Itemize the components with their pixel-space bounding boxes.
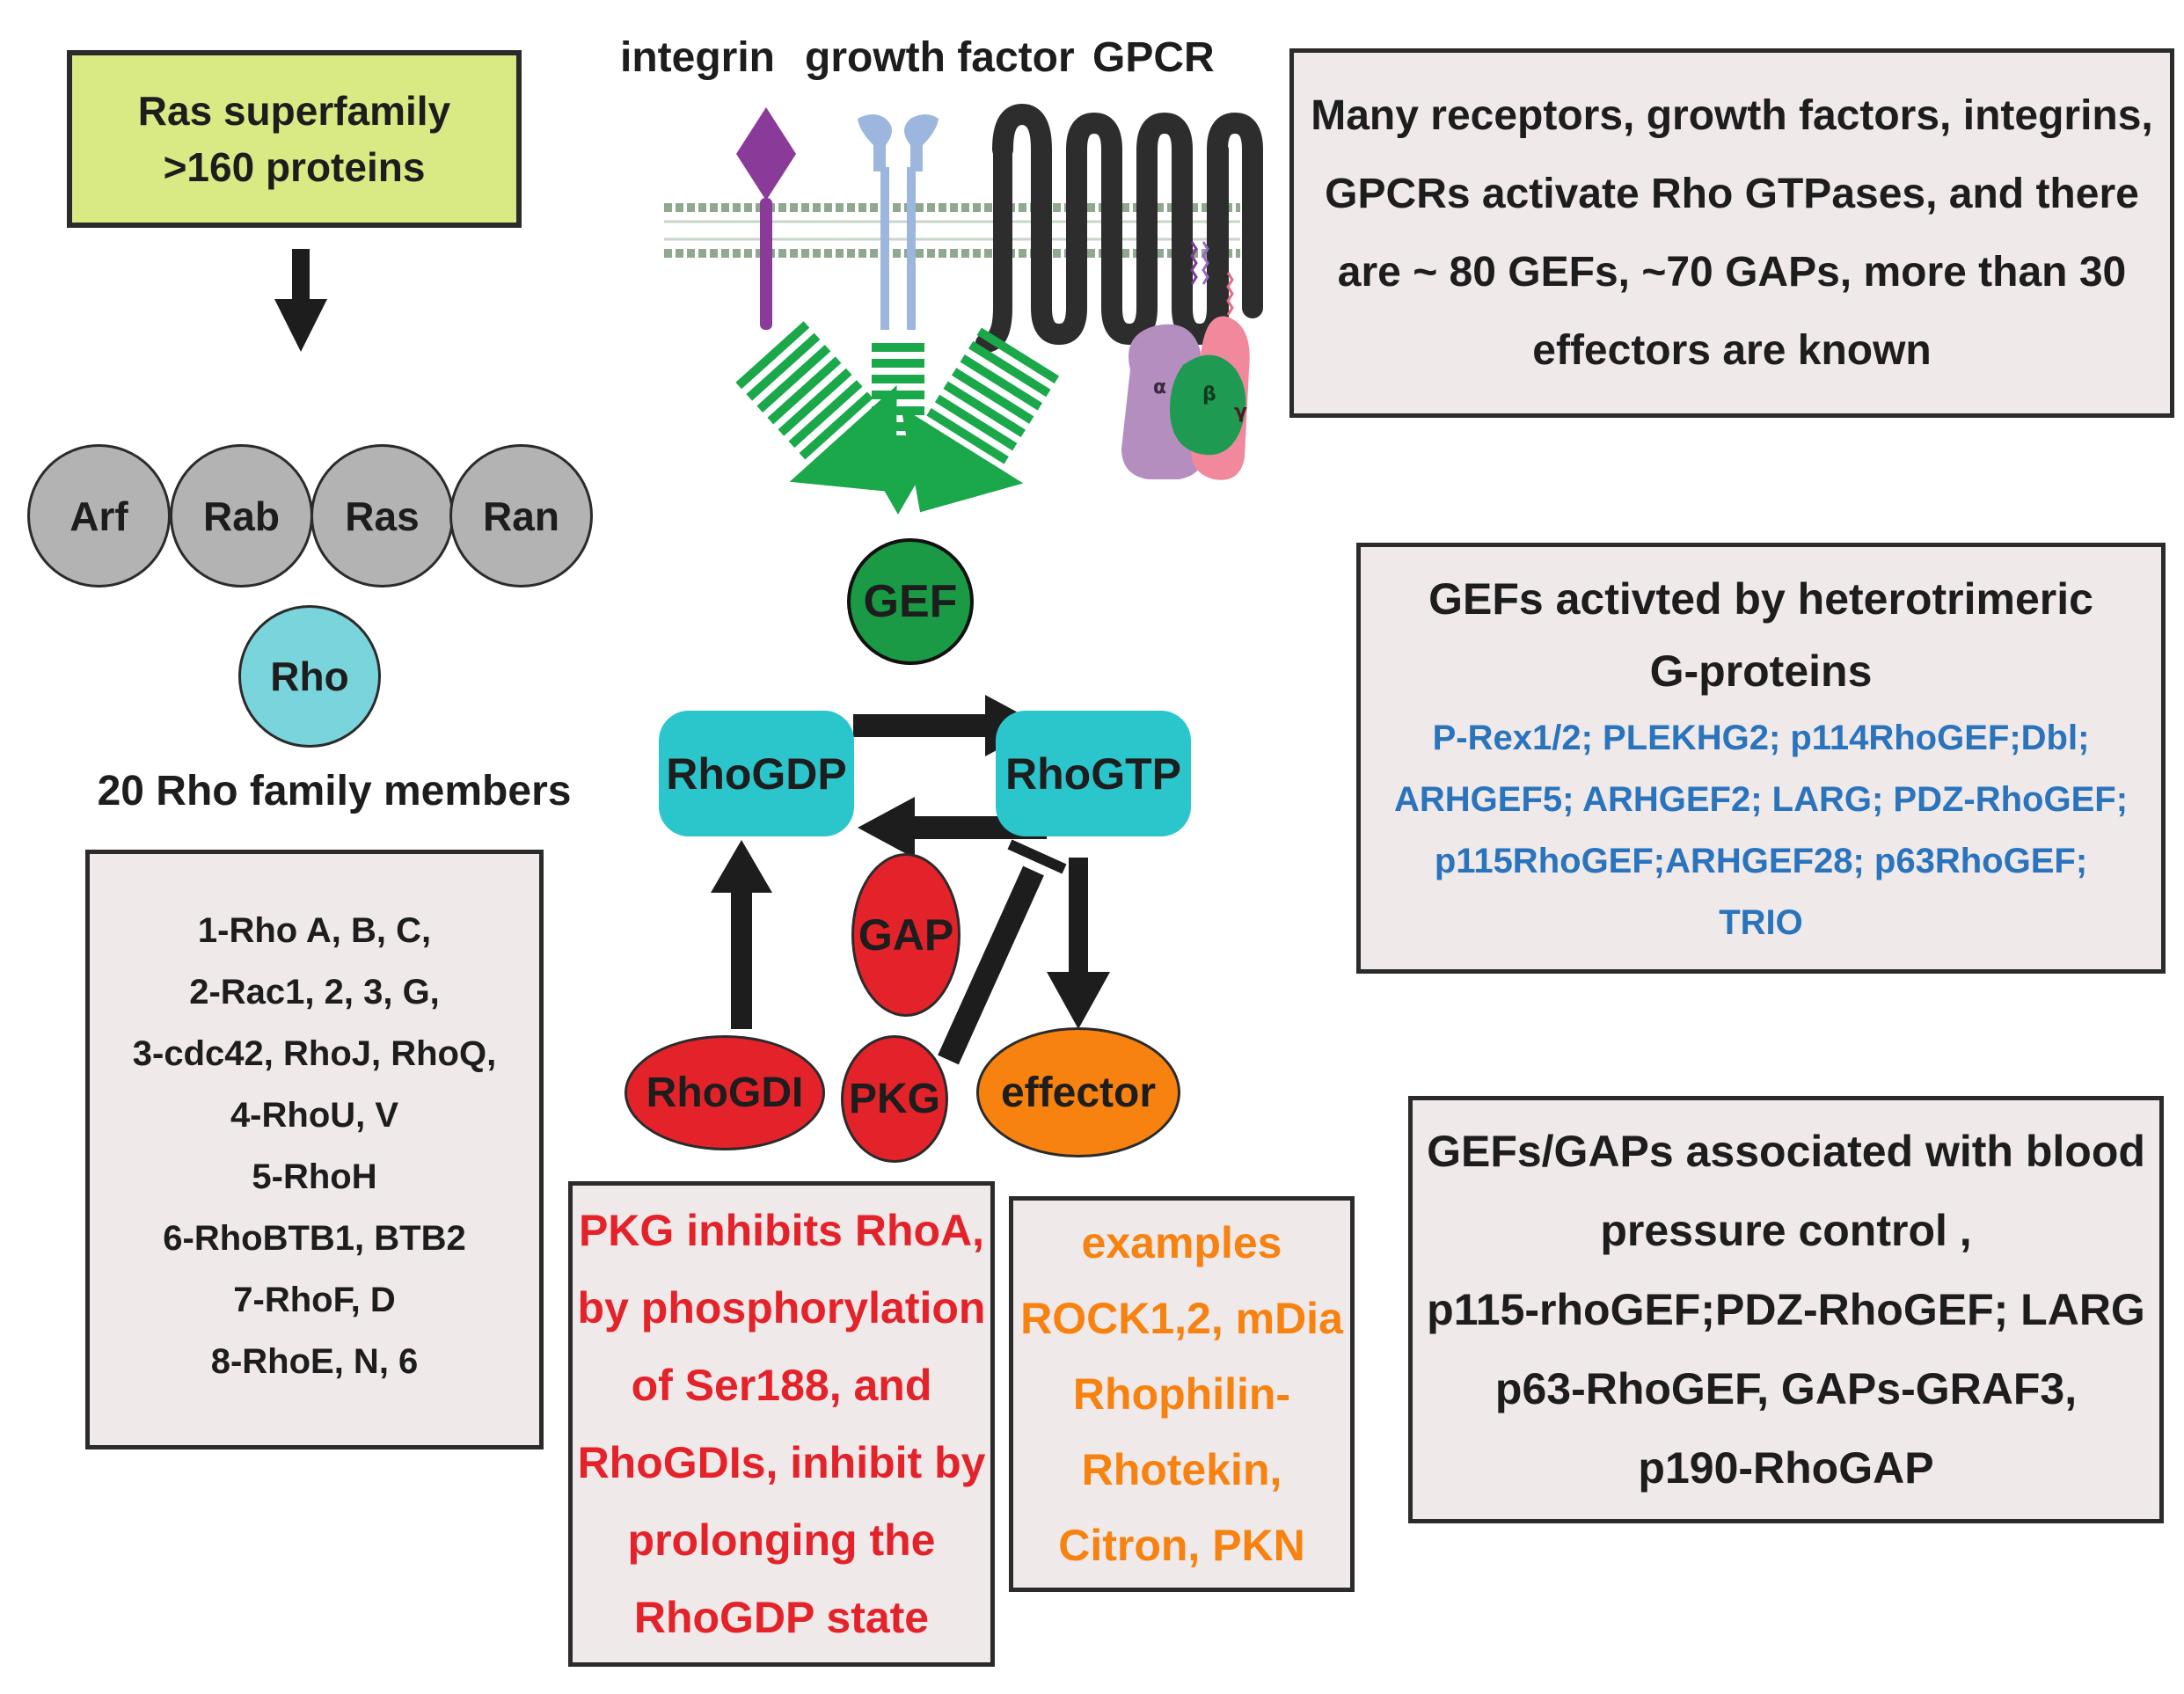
- receptors-info-line: are ~ 80 GEFs, ~70 GAPs, more than 30: [1337, 249, 2127, 296]
- integrin-receptor: [736, 107, 796, 330]
- rho-member-line: 3-cdc42, RhoJ, RhoQ,: [132, 1034, 497, 1073]
- gap-label: GAP: [858, 910, 954, 960]
- rho-member-line: 7-RhoF, D: [233, 1281, 396, 1319]
- ras-superfamily-box: Ras superfamily >160 proteins: [67, 50, 522, 228]
- arrow-rhogtp-to-effector: [1047, 858, 1110, 1029]
- rho-family-heading: 20 Rho family members: [97, 768, 572, 814]
- ras-circle: Ras: [310, 444, 454, 588]
- ras-superfamily-count: >160 proteins: [163, 144, 426, 190]
- effector-label: effector: [1000, 1069, 1157, 1116]
- rho-member-line: 2-Rac1, 2, 3, G,: [189, 973, 440, 1011]
- heterotrimeric-gef-line: ARHGEF5; ARHGEF2; LARG; PDZ-RhoGEF;: [1393, 780, 2129, 819]
- heterotrimeric-title-line: GEFs activted by heterotrimeric: [1428, 574, 2093, 624]
- green-arrow-integrin: [735, 321, 897, 493]
- green-arrow-gpcr: [901, 327, 1060, 513]
- rhogtp-label: RhoGTP: [1005, 748, 1181, 799]
- arf-circle: Arf: [27, 444, 171, 588]
- blood-pressure-line: p190-RhoGAP: [1638, 1443, 1934, 1493]
- heterotrimeric-title-line: G-proteins: [1649, 646, 1873, 696]
- ras-down-arrow: [274, 249, 327, 352]
- rho-member-line: 4-RhoU, V: [230, 1096, 399, 1135]
- g-beta-label: β: [1202, 383, 1216, 405]
- blood-pressure-line: GEFs/GAPs associated with blood: [1427, 1127, 2145, 1176]
- g-gamma-label: γ: [1234, 401, 1247, 423]
- rab-label: Rab: [203, 493, 280, 539]
- examples-line: examples: [1081, 1218, 1282, 1267]
- effector-examples-box: examples ROCK1,2, mDia Rhophilin- Rhotek…: [1009, 1196, 1355, 1592]
- blood-pressure-box: GEFs/GAPs associated with blood pressure…: [1408, 1096, 2164, 1523]
- growth-factor-receptor: [858, 114, 939, 330]
- rho-circle: Rho: [238, 605, 381, 748]
- growth-factor-label: growth factor: [805, 34, 1075, 81]
- rhogtp-node: RhoGTP: [996, 711, 1191, 836]
- examples-line: ROCK1,2, mDia: [1020, 1294, 1343, 1343]
- pkg-label: PKG: [848, 1076, 940, 1122]
- lipid-anchors: [1190, 241, 1234, 316]
- rab-circle: Rab: [170, 444, 313, 588]
- receptors-info-line: Many receptors, growth factors, integrin…: [1311, 92, 2153, 139]
- pkg-box-line: RhoGDP state: [633, 1593, 930, 1642]
- heterotrimeric-gef-line: TRIO: [1719, 903, 1803, 942]
- rho-member-line: 6-RhoBTB1, BTB2: [163, 1219, 466, 1258]
- ras-label: Ras: [345, 493, 420, 539]
- receptors-info-line: effectors are known: [1532, 327, 1932, 374]
- ran-label: Ran: [483, 493, 559, 539]
- gef-node: GEF: [847, 538, 974, 665]
- rho-label: Rho: [270, 654, 349, 699]
- rho-members-box: 1-Rho A, B, C, 2-Rac1, 2, 3, G, 3-cdc42,…: [85, 850, 544, 1449]
- arf-label: Arf: [69, 493, 128, 539]
- gap-node: GAP: [851, 853, 961, 1017]
- pkg-box-line: PKG inhibits RhoA,: [578, 1206, 985, 1255]
- ran-circle: Ran: [449, 444, 593, 588]
- receptors-info-box: Many receptors, growth factors, integrin…: [1289, 48, 2174, 418]
- examples-line: Citron, PKN: [1058, 1521, 1305, 1570]
- g-alpha-label: α: [1153, 376, 1166, 398]
- pkg-box-line: prolonging the: [627, 1515, 936, 1565]
- effector-node: effector: [976, 1027, 1180, 1157]
- pkg-node: PKG: [841, 1035, 948, 1163]
- rhogdp-node: RhoGDP: [659, 711, 854, 836]
- examples-line: Rhophilin-: [1072, 1369, 1291, 1419]
- arrow-rhogdi-to-rhogdp: [711, 840, 772, 1029]
- inhibition-pkg-to-rhogtp: [938, 839, 1067, 1065]
- pkg-box-line: by phosphorylation: [577, 1283, 986, 1333]
- examples-line: Rhotekin,: [1081, 1445, 1282, 1494]
- rhogdi-node: RhoGDI: [625, 1035, 825, 1150]
- ras-superfamily-title: Ras superfamily: [137, 88, 451, 134]
- blood-pressure-line: p115-rhoGEF;PDZ-RhoGEF; LARG: [1427, 1285, 2145, 1334]
- pkg-box-line: of Ser188, and: [631, 1361, 932, 1410]
- integrin-label: integrin: [620, 34, 775, 81]
- gef-label: GEF: [863, 576, 958, 627]
- gpcr-label: GPCR: [1092, 34, 1215, 81]
- rho-member-line: 1-Rho A, B, C,: [197, 911, 432, 950]
- pkg-box-line: RhoGDIs, inhibit by: [577, 1438, 986, 1487]
- heterotrimeric-gef-line: p115RhoGEF;ARHGEF28; p63RhoGEF;: [1434, 842, 2088, 880]
- g-protein-heterotrimer: [1121, 316, 1250, 480]
- rho-member-line: 5-RhoH: [252, 1157, 377, 1196]
- rhogdi-label: RhoGDI: [646, 1070, 804, 1116]
- heterotrimeric-gef-line: P-Rex1/2; PLEKHG2; p114RhoGEF;Dbl;: [1432, 719, 2090, 757]
- blood-pressure-line: p63-RhoGEF, GAPs-GRAF3,: [1494, 1364, 2078, 1413]
- blood-pressure-line: pressure control ,: [1600, 1206, 1972, 1255]
- pkg-inhibition-box: PKG inhibits RhoA, by phosphorylation of…: [568, 1181, 995, 1667]
- rhogdp-label: RhoGDP: [666, 748, 847, 799]
- heterotrimeric-gef-box: GEFs activted by heterotrimeric G-protei…: [1356, 543, 2166, 974]
- receptors-info-line: GPCRs activate Rho GTPases, and there: [1325, 171, 2139, 217]
- rho-member-line: 8-RhoE, N, 6: [210, 1342, 419, 1381]
